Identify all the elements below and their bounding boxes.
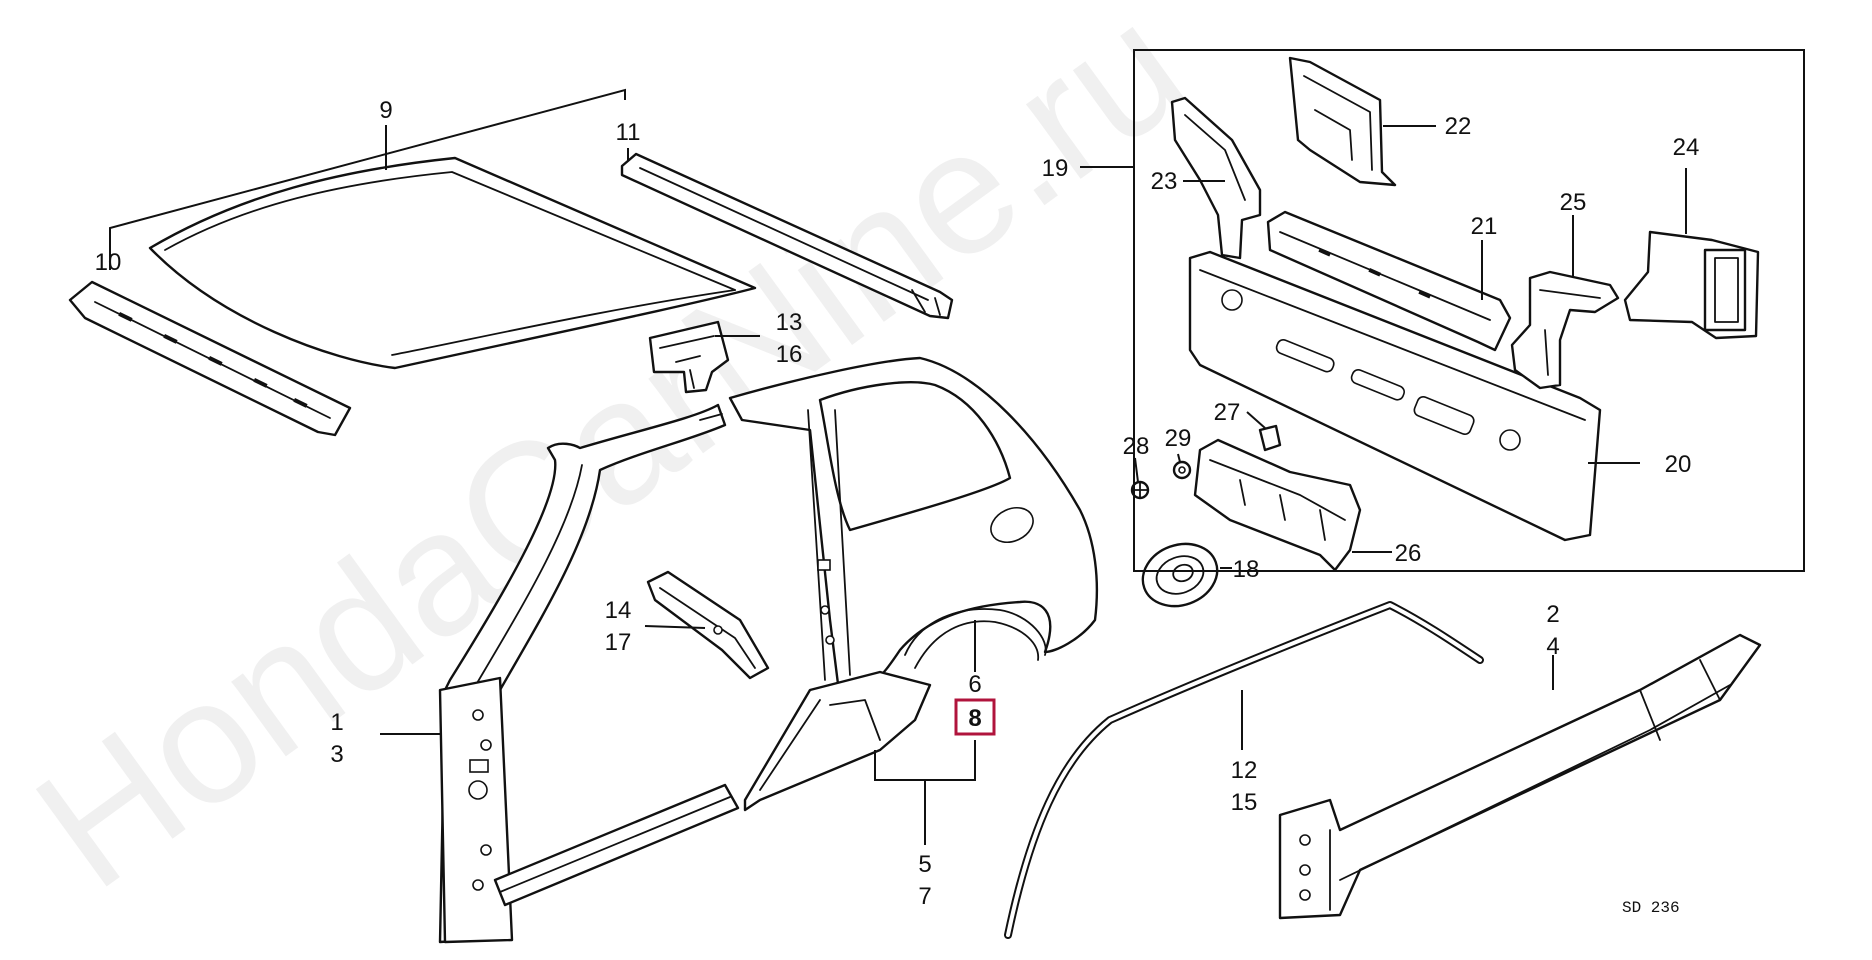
callout-18[interactable]: 18 [1233,556,1260,583]
callout-labels: 9 11 10 13 16 14 17 1 3 6 8 5 7 12 15 2 … [95,97,1700,910]
callout-12[interactable]: 12 [1231,757,1258,784]
callout-23[interactable]: 23 [1151,168,1178,195]
front-roof-rail[interactable] [68,280,352,437]
callout-6[interactable]: 6 [968,671,981,698]
pillar-stiffener[interactable] [646,570,770,680]
callout-15[interactable]: 15 [1231,789,1258,816]
highlighted-callout-box [954,698,996,736]
rear-panel-group-frame [1133,49,1805,572]
callout-8[interactable]: 8 [968,705,981,732]
grommet-29[interactable] [1172,460,1192,480]
callout-25[interactable]: 25 [1560,189,1587,216]
roof-panel[interactable] [148,156,757,370]
rear-panel[interactable] [1188,250,1602,542]
callout-3[interactable]: 3 [330,741,343,768]
rear-bracket-26[interactable] [1193,438,1362,572]
bracket-25[interactable] [1510,270,1620,390]
bracket-23[interactable] [1170,96,1262,260]
drip-molding[interactable] [1004,601,1484,939]
clip-27[interactable] [1258,424,1282,452]
callout-19[interactable]: 19 [1042,155,1069,182]
callout-1[interactable]: 1 [330,709,343,736]
callout-27[interactable]: 27 [1214,399,1241,426]
rear-roof-rail[interactable] [620,152,954,320]
callout-20[interactable]: 20 [1665,451,1692,478]
callout-22[interactable]: 22 [1445,113,1472,140]
callout-10[interactable]: 10 [95,249,122,276]
callout-9[interactable]: 9 [379,97,392,124]
lower-sill-strip[interactable] [493,783,740,907]
rear-quarter-panel[interactable] [728,356,1099,702]
callout-28[interactable]: 28 [1123,433,1150,460]
callout-21[interactable]: 21 [1471,213,1498,240]
callout-26[interactable]: 26 [1395,540,1422,567]
roof-bracket[interactable] [648,320,730,394]
callout-2[interactable]: 2 [1546,601,1559,628]
leader-lines [109,88,1687,845]
bracket-24[interactable] [1623,230,1760,340]
outer-side-panel-front[interactable] [438,403,727,944]
callout-16[interactable]: 16 [776,341,803,368]
callout-17[interactable]: 17 [605,629,632,656]
rocker-panel[interactable] [1278,633,1762,920]
callout-5[interactable]: 5 [918,851,931,878]
rear-crossmember[interactable] [1266,210,1512,352]
callout-14[interactable]: 14 [605,597,632,624]
callout-4[interactable]: 4 [1546,633,1559,660]
callout-7[interactable]: 7 [918,883,931,910]
callout-13[interactable]: 13 [776,309,803,336]
callout-29[interactable]: 29 [1165,425,1192,452]
fuel-filler-housing[interactable] [1134,534,1226,616]
rear-sill-extension[interactable] [743,670,932,812]
callout-11[interactable]: 11 [616,119,641,146]
diagram-code: SD 236 [1622,899,1680,917]
bracket-22[interactable] [1288,56,1397,187]
callout-24[interactable]: 24 [1673,134,1700,161]
